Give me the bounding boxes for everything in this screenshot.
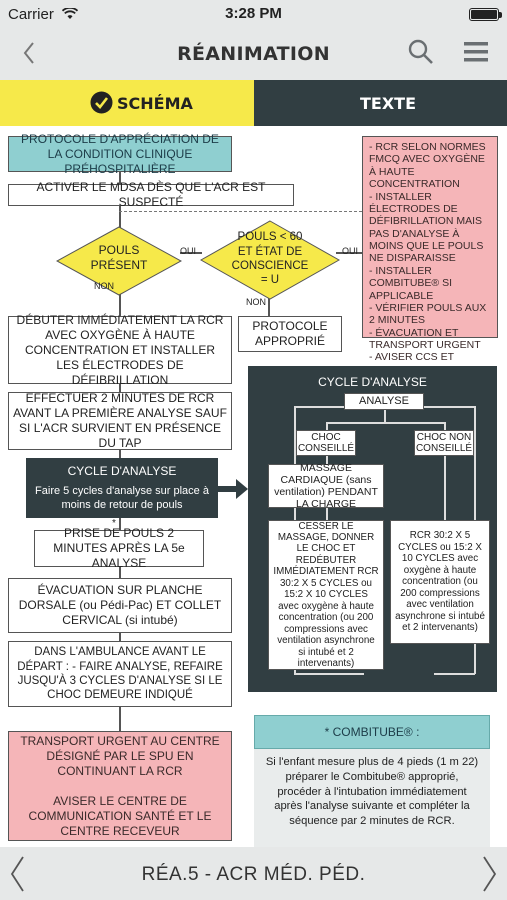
- chevron-left-icon[interactable]: [8, 855, 26, 893]
- cesser-massage-box: CESSER LE MASSAGE, DONNER LE CHOC ET RED…: [268, 520, 384, 670]
- tab-schema[interactable]: SCHÉMA: [0, 80, 254, 126]
- cycle-analyse-text: Faire 5 cycles d'analyse sur place à moi…: [35, 484, 209, 511]
- panel-title: CYCLE D'ANALYSE: [318, 375, 427, 389]
- choc-conseille-box: CHOC CONSEILLÉ: [296, 430, 356, 456]
- search-icon[interactable]: [408, 39, 434, 65]
- choc-non-conseille-box: CHOC NON CONSEILLÉ: [414, 430, 474, 456]
- page-title: RÉANIMATION: [177, 43, 330, 65]
- pouls-60-diamond: [200, 220, 340, 300]
- effectuer-rcr-box: EFFECTUER 2 MINUTES DE RCR AVANT LA PREM…: [8, 391, 232, 450]
- tab-texte-label: TEXTE: [360, 94, 417, 113]
- combitube-title: * COMBITUBE® :: [254, 715, 490, 749]
- status-time: 3:28 PM: [225, 5, 282, 22]
- debuter-rcr-box: DÉBUTER IMMÉDIATEMENT LA RCR AVEC OXYGÈN…: [8, 313, 232, 387]
- pouls-60-label: POULS < 60 ET ÉTAT DE CONSCIENCE = U: [231, 231, 309, 287]
- protocole-box: PROTOCOLE D'APPRÉCIATION DE LA CONDITION…: [8, 132, 232, 176]
- evacuation-box: ÉVACUATION SUR PLANCHE DORSALE (ou Pédi-…: [8, 578, 232, 633]
- tab-schema-label: SCHÉMA: [117, 94, 193, 113]
- prise-pouls-box: PRISE DE POULS 2 MINUTES APRÈS LA 5e ANA…: [34, 526, 204, 570]
- footer-bar: RÉA.5 - ACR MÉD. PÉD.: [0, 847, 507, 900]
- status-bar: Carrier 3:28 PM: [0, 0, 507, 28]
- hamburger-icon[interactable]: [464, 42, 488, 62]
- activer-mdsa-box: ACTIVER LE MDSA DÈS QUE L'ACR EST SUSPEC…: [8, 180, 294, 209]
- wifi-icon: [62, 8, 78, 19]
- cycle-analyse-title: CYCLE D'ANALYSE: [67, 463, 177, 478]
- rcr-cycles-box: RCR 30:2 X 5 CYCLES ou 15:2 X 10 CYCLES …: [390, 520, 490, 644]
- transport-urgent-box: TRANSPORT URGENT AU CENTRE DÉSIGNÉ PAR L…: [8, 731, 232, 841]
- oui-label-2: OUI: [342, 246, 359, 256]
- chevron-left-icon[interactable]: [22, 41, 36, 65]
- battery-icon: [469, 8, 499, 21]
- oui-label-1: OUI: [180, 246, 197, 256]
- protocole-approprie-box: PROTOCOLE APPROPRIÉ: [238, 316, 342, 352]
- massage-box: MASSAGE CARDIAQUE (sans ventilation) PEN…: [268, 462, 384, 510]
- navigation-bar: RÉANIMATION: [0, 28, 507, 80]
- pouls-present-diamond: [56, 226, 182, 296]
- panel-analyse-box: ANALYSE: [344, 393, 424, 410]
- ambulance-box: DANS L'AMBULANCE AVANT LE DÉPART : - FAI…: [8, 641, 232, 707]
- non-label-1: NON: [94, 281, 114, 291]
- cycle-analyse-box: CYCLE D'ANALYSE Faire 5 cycles d'analyse…: [26, 458, 218, 518]
- asterisk-label: *: [112, 518, 116, 529]
- checkmark-circle-icon: [90, 91, 113, 114]
- cycle-analyse-panel: CYCLE D'ANALYSE ANALYSE CHOC CONSEILLÉ C…: [248, 366, 497, 692]
- non-label-2: NON: [246, 297, 266, 307]
- combitube-text: Si l'enfant mesure plus de 4 pieds (1 m …: [254, 749, 490, 847]
- chevron-right-icon[interactable]: [481, 855, 499, 893]
- footer-title: RÉA.5 - ACR MÉD. PÉD.: [141, 864, 366, 885]
- rcr-normes-box: - RCR SELON NORMES FMCQ AVEC OXYGÈNE À H…: [362, 136, 498, 376]
- pouls-present-label: POULS PRÉSENT: [90, 243, 148, 272]
- carrier-label: Carrier: [8, 6, 54, 23]
- tab-texte[interactable]: TEXTE: [254, 80, 507, 126]
